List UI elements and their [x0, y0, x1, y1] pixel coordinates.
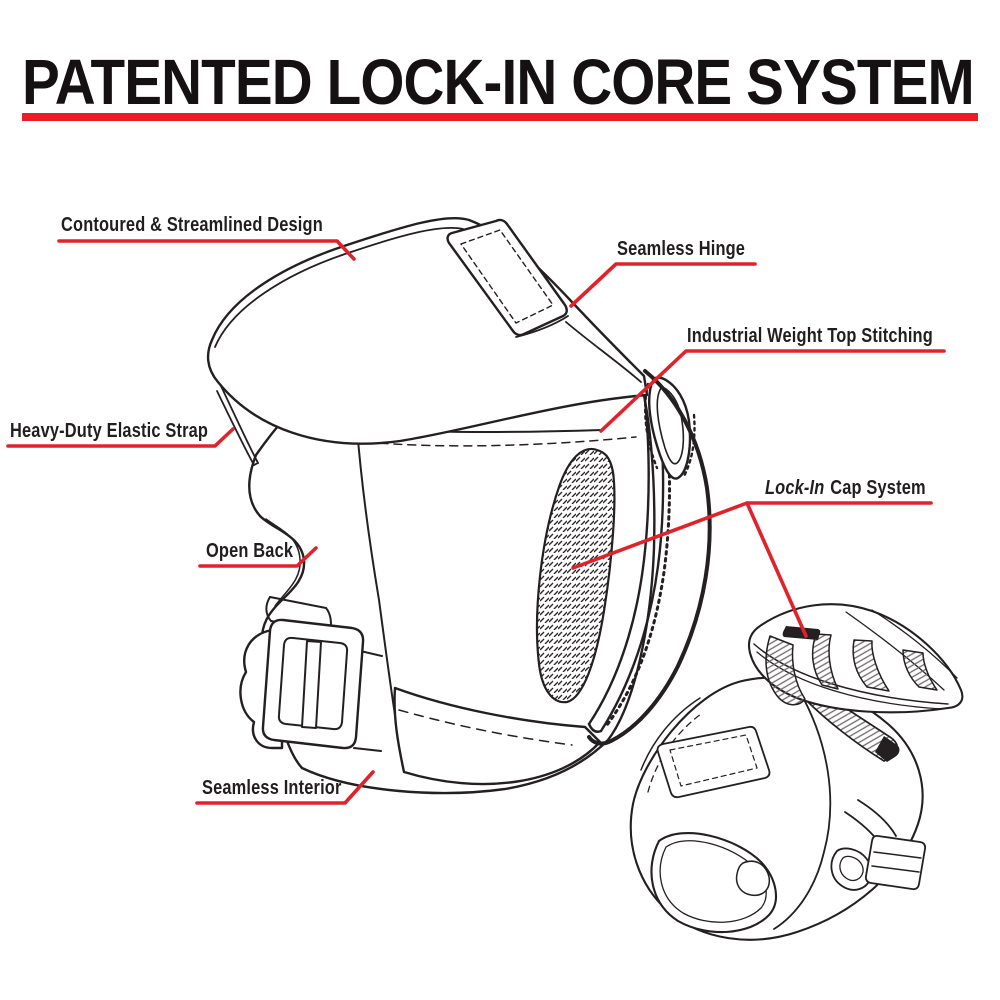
bottom-band	[393, 686, 602, 786]
detail-side-straps	[830, 799, 927, 891]
detail-pad-fold	[773, 691, 832, 930]
callout-label-open-back: Open Back	[206, 540, 294, 562]
buckle-strap-bottom	[353, 747, 382, 752]
leader-seamless-interior	[195, 770, 375, 805]
lock-in-italic-text: Lock-In	[765, 477, 825, 499]
cap-detail-illustration	[629, 603, 964, 941]
leader-lock-in-cap	[745, 501, 808, 638]
leader-open-back	[198, 546, 318, 568]
detail-leg-opening	[650, 832, 777, 934]
band-piping-right	[565, 321, 642, 383]
detail-hanging-strap	[765, 635, 806, 706]
callout-label-seamless-interior: Seamless Interior	[202, 777, 342, 799]
callout-label-seamless-hinge: Seamless Hinge	[617, 238, 746, 260]
top-stitching-dashed	[365, 436, 637, 447]
callout-label-top-stitching: Industrial Weight Top Stitching	[687, 325, 933, 347]
band-tip-edging	[216, 385, 259, 466]
callout-label-elastic-strap: Heavy-Duty Elastic Strap	[10, 420, 209, 442]
band-piping-left	[214, 226, 464, 348]
detail-lock-slot	[782, 626, 821, 640]
mesh-vent	[535, 447, 616, 704]
leader-elastic-strap	[6, 427, 235, 448]
velcro-stitch-dashed	[460, 229, 554, 324]
title-red-rule	[22, 113, 978, 121]
leader-contoured	[57, 239, 356, 261]
detail-cap-strap-slots	[765, 633, 938, 706]
leader-top-stitching	[599, 349, 946, 433]
page-title: PATENTED LOCK-IN CORE SYSTEM	[22, 46, 975, 118]
bottom-band-stitching	[398, 709, 573, 746]
main-knee-pad	[206, 216, 712, 795]
buckle	[261, 618, 365, 750]
detail-velcro-patch	[656, 725, 771, 799]
velcro-patch	[446, 218, 569, 338]
callout-leader-lines	[6, 239, 946, 805]
callout-label-contoured: Contoured & Streamlined Design	[61, 214, 323, 236]
cap-silhouette	[587, 369, 712, 746]
open-back-inner-line	[265, 518, 301, 607]
leader-seamless-hinge	[569, 262, 757, 308]
cap-system-text: Cap System	[830, 477, 926, 499]
